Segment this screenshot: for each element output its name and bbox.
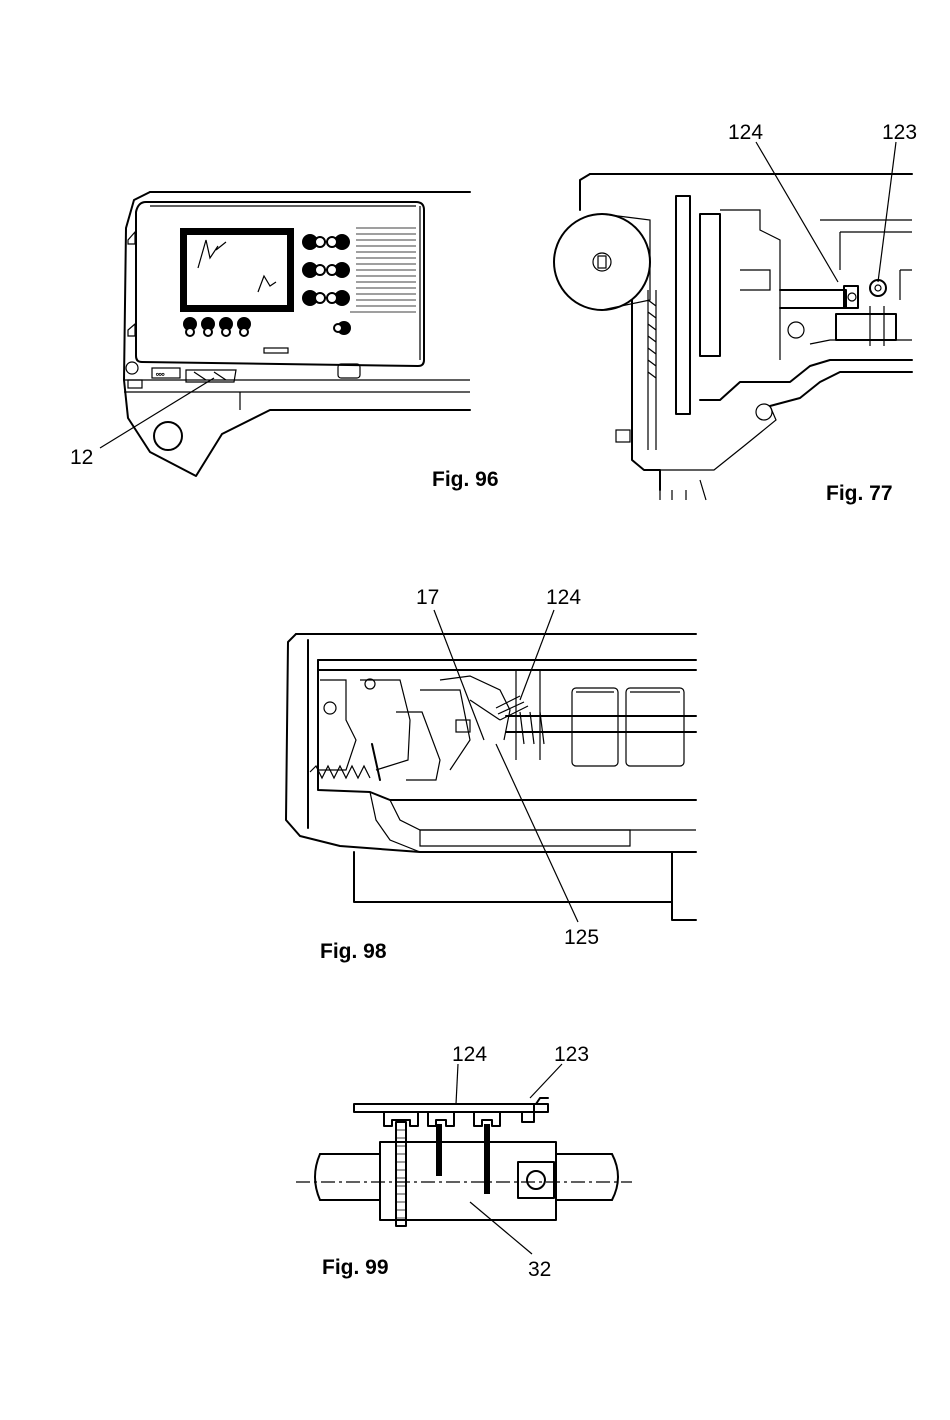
- leader-line-124-fig99: [456, 1064, 458, 1104]
- figure-98-caption: Fig. 98: [320, 940, 387, 963]
- leader-line-12: [100, 378, 214, 448]
- callout-124-fig77: 124: [728, 121, 763, 144]
- leader-line-32: [470, 1202, 532, 1254]
- figure-99-caption: Fig. 99: [322, 1256, 389, 1279]
- leader-line-123-fig77: [878, 142, 896, 282]
- leader-line-123-fig99: [530, 1064, 562, 1098]
- callout-123-fig77: 123: [882, 121, 917, 144]
- figure-98: 17 124 125 Fig. 98: [286, 586, 696, 963]
- leader-line-125: [496, 744, 578, 922]
- callout-125: 125: [564, 926, 599, 949]
- callout-12: 12: [70, 446, 93, 469]
- main-shaft: [496, 688, 696, 766]
- leader-line-124-fig77: [756, 142, 838, 282]
- belt-and-guard: [616, 196, 804, 450]
- callout-124-fig99: 124: [452, 1043, 487, 1066]
- panel-button-grid: [302, 234, 350, 306]
- shaft-assembly: [780, 280, 896, 346]
- figure-96: •••: [70, 192, 499, 491]
- collar-32: [380, 1122, 556, 1226]
- shaft: [296, 1154, 632, 1200]
- figure-77: 124 123 Fig. 77: [554, 121, 917, 505]
- callout-123-fig99: 123: [554, 1043, 589, 1066]
- svg-text:•••: •••: [156, 370, 165, 379]
- power-socket: [154, 422, 182, 450]
- figure-99: 124 123 32 Fig. 99: [296, 1043, 632, 1281]
- panel-bottom-buttons: [183, 317, 351, 336]
- leader-line-124-fig98: [520, 610, 554, 700]
- mounting-plate: [354, 1098, 548, 1126]
- callout-32: 32: [528, 1258, 551, 1281]
- hood-housing: [286, 634, 696, 920]
- handwheel: [554, 214, 650, 310]
- figure-77-caption: Fig. 77: [826, 482, 893, 505]
- figure-96-caption: Fig. 96: [432, 468, 499, 491]
- callout-17: 17: [416, 586, 439, 609]
- display-screen: [180, 228, 294, 312]
- callout-124-fig98: 124: [546, 586, 581, 609]
- panel-hatching: [350, 228, 416, 312]
- machine-top-housing: •••: [124, 192, 470, 476]
